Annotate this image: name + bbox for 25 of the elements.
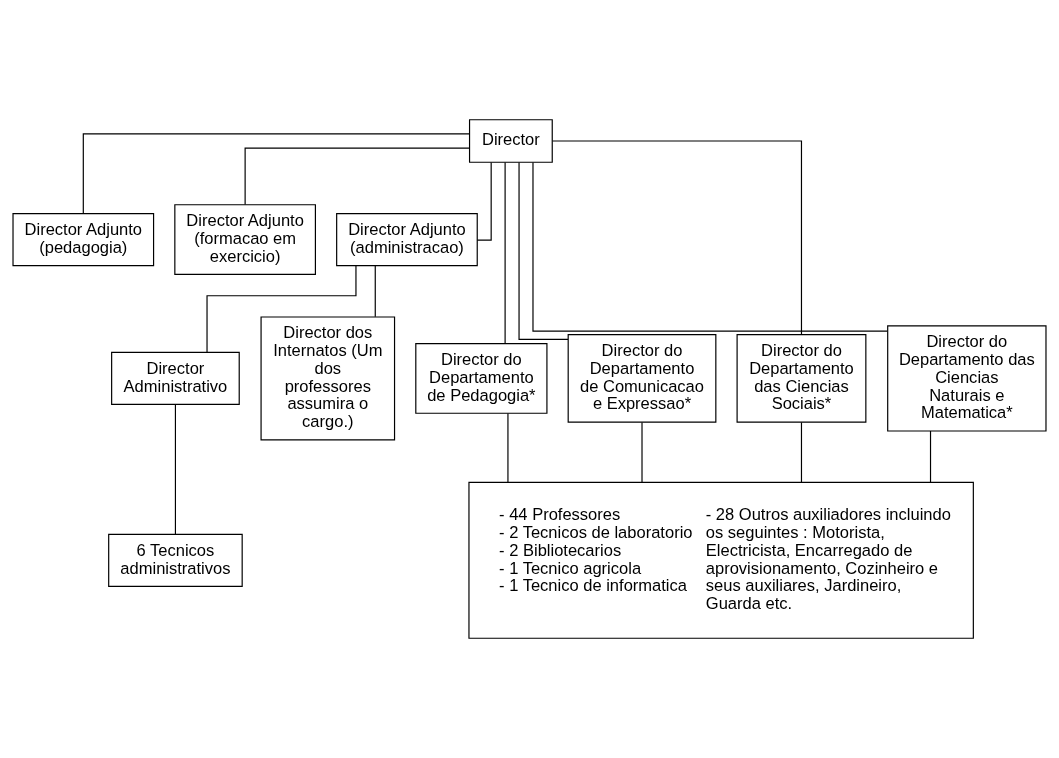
- connector: [800, 421, 803, 483]
- connector: [641, 421, 643, 483]
- connector: [507, 412, 509, 483]
- node-box: Director Adjunto (formacao em exercicio): [174, 204, 316, 276]
- connector: [929, 430, 932, 483]
- connector: [532, 161, 888, 332]
- connector: [206, 265, 357, 353]
- node-box: Director: [468, 119, 553, 163]
- connector: [504, 161, 506, 345]
- node-box: - 44 Professores - 2 Tecnicos de laboratorio - 2 Bibliotecarios - 1 Tecnico agricola - 1 Tecnico de informatica - 28 Outros auxiliadores incluindo os seguintes : Motorista, Electricista, Encarregado de aprovisionamento, Cozinheiro e seus auxiliares, Jardineiro, Guarda etc.: [468, 481, 974, 639]
- connector: [518, 162, 569, 340]
- connector: [244, 147, 470, 206]
- node-box: Director Administrativo: [111, 351, 240, 405]
- node-box: 6 Tecnicos administrativos: [108, 533, 243, 587]
- node-box: Director dos Internatos (Um dos professores assumira o cargo.): [260, 316, 396, 441]
- node-box: Director do Departamento das Ciencias Naturais e Matematica*: [887, 325, 1047, 432]
- connector: [551, 140, 803, 335]
- node-box: Director Adjunto (pedagogia): [12, 213, 155, 267]
- node-box: Director do Departamento de Comunicacao e Expressao*: [567, 334, 717, 423]
- connector: [374, 265, 376, 318]
- connector: [174, 403, 176, 535]
- node-box: Director do Departamento de Pedagogia*: [415, 342, 548, 414]
- node-box: Director do Departamento das Ciencias Sociais*: [736, 334, 867, 423]
- connector: [82, 133, 471, 215]
- node-box: Director Adjunto (administracao): [336, 213, 478, 267]
